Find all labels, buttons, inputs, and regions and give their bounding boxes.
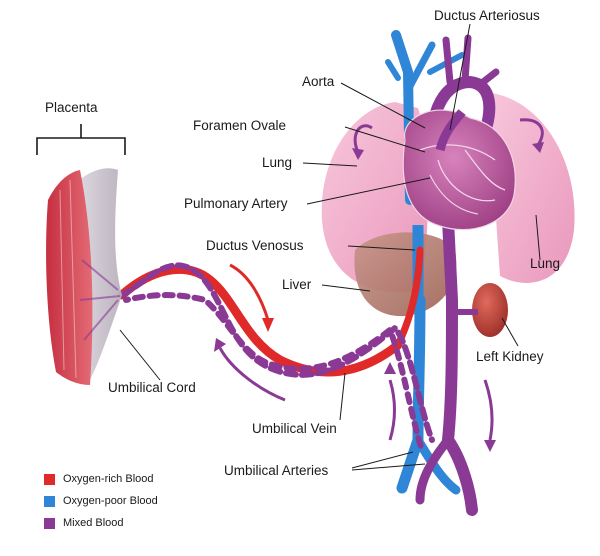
label-foramen-ovale: Foramen Ovale bbox=[193, 118, 287, 133]
heart-shape bbox=[402, 109, 516, 231]
legend-swatch-oxygen-rich bbox=[44, 473, 55, 485]
placenta-bracket bbox=[36, 124, 126, 155]
legend-label: Oxygen-rich Blood bbox=[63, 473, 154, 485]
legend: Oxygen-rich Blood Oxygen-poor Blood Mixe… bbox=[44, 468, 158, 534]
inferior-vena-cava bbox=[396, 294, 426, 494]
umbilical-artery-2 bbox=[123, 292, 425, 453]
right-lung-shape bbox=[484, 92, 575, 283]
umbilical-artery-1 bbox=[119, 262, 435, 443]
label-umbilical-vein: Umbilical Vein bbox=[252, 421, 337, 436]
label-umbilical-cord: Umbilical Cord bbox=[108, 380, 196, 395]
label-ductus-venosus: Ductus Venosus bbox=[206, 238, 304, 253]
leader-lines bbox=[119, 23, 541, 471]
legend-label: Mixed Blood bbox=[63, 517, 124, 529]
label-left-kidney: Left Kidney bbox=[476, 349, 544, 364]
descending-aorta bbox=[441, 214, 478, 516]
label-liver: Liver bbox=[282, 277, 312, 292]
legend-item: Mixed Blood bbox=[44, 512, 158, 534]
label-lung-left-side: Lung bbox=[262, 155, 293, 170]
label-aorta: Aorta bbox=[302, 74, 335, 89]
legend-swatch-mixed bbox=[44, 517, 55, 529]
legend-swatch-oxygen-poor bbox=[44, 495, 55, 507]
label-lung-right-side: Lung bbox=[530, 256, 561, 271]
legend-item: Oxygen-rich Blood bbox=[44, 468, 158, 490]
legend-item: Oxygen-poor Blood bbox=[44, 490, 158, 512]
umbilical-vein-path bbox=[117, 264, 403, 377]
legend-label: Oxygen-poor Blood bbox=[63, 495, 158, 507]
label-placenta: Placenta bbox=[45, 100, 98, 115]
label-pulmonary-artery: Pulmonary Artery bbox=[184, 196, 288, 211]
label-umbilical-arteries: Umbilical Arteries bbox=[224, 463, 329, 478]
label-ductus-arteriosus: Ductus Arteriosus bbox=[434, 8, 540, 23]
placenta-tissue bbox=[46, 170, 93, 385]
left-kidney-shape bbox=[472, 283, 508, 337]
liver-shape bbox=[354, 232, 457, 317]
